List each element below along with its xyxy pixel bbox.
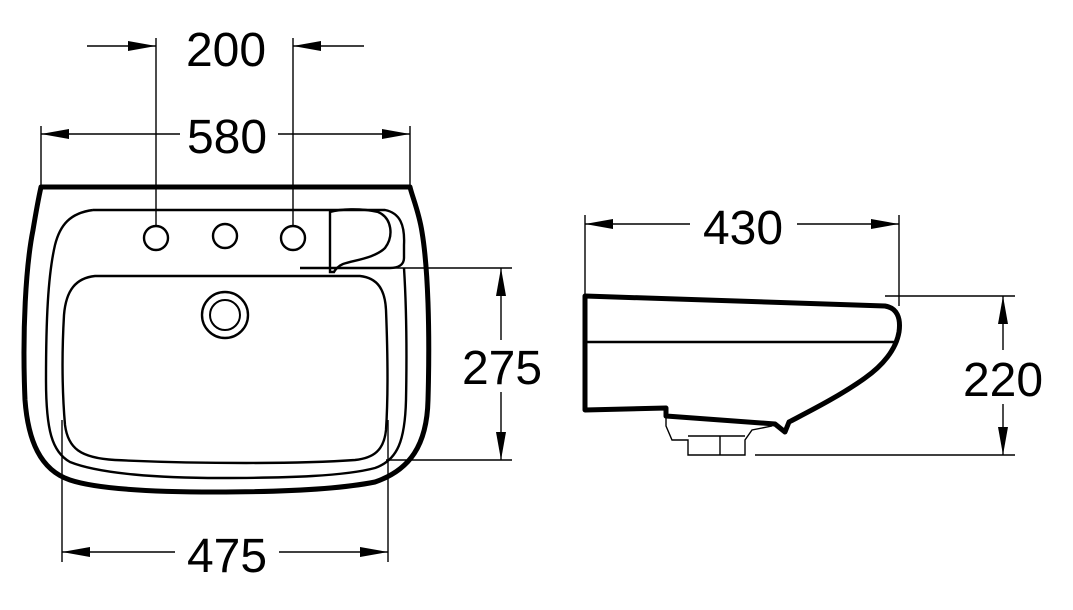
tap-hole-left bbox=[142, 224, 170, 252]
bowl-outline bbox=[61, 274, 389, 465]
tap-hole-center bbox=[211, 222, 239, 250]
dim-bowl-depth: 275 bbox=[462, 268, 542, 460]
dim-label-580: 580 bbox=[187, 111, 267, 164]
waste-trap bbox=[665, 416, 773, 456]
dim-label-475: 475 bbox=[187, 530, 267, 583]
side-outline bbox=[582, 293, 902, 435]
side-view: 430 220 bbox=[582, 202, 1043, 456]
dim-label-430: 430 bbox=[703, 202, 783, 255]
dim-projection: 430 bbox=[585, 202, 899, 255]
dim-bowl-width: 475 bbox=[62, 530, 388, 583]
dim-tap-spacing: 200 bbox=[87, 24, 364, 77]
dim-label-200: 200 bbox=[186, 24, 266, 77]
dim-label-275: 275 bbox=[462, 342, 542, 395]
tap-hole-right bbox=[279, 224, 307, 252]
plan-view: 200 580 275 475 bbox=[21, 24, 542, 583]
basin-outer-outline bbox=[21, 184, 432, 495]
drain-inner bbox=[209, 299, 241, 331]
dim-height: 220 bbox=[963, 296, 1043, 455]
dim-overall-width: 580 bbox=[41, 111, 410, 164]
dim-label-220: 220 bbox=[963, 354, 1043, 407]
